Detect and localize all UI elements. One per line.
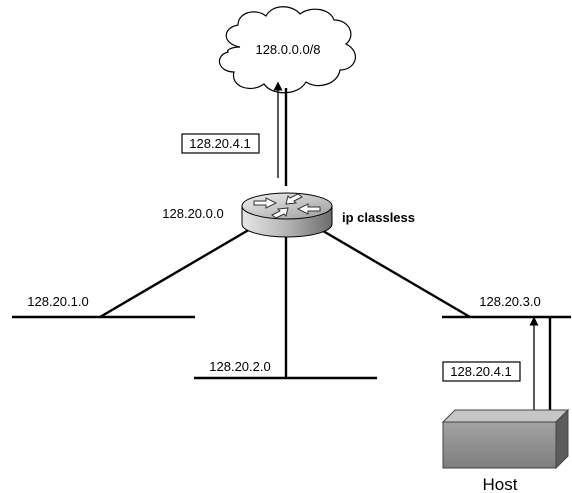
network-cloud: 128.0.0.0/8 xyxy=(218,6,356,94)
host-packet-box: 128.20.4.1 xyxy=(442,361,521,382)
host-packet-label: 128.20.4.1 xyxy=(450,364,511,379)
router xyxy=(241,192,333,238)
subnet-2-label: 128.20.2.0 xyxy=(209,359,270,374)
host-label: Host xyxy=(483,475,518,493)
subnet-1-label: 128.20.1.0 xyxy=(27,294,88,309)
link-to-subnet-3 xyxy=(317,226,471,319)
subnet-3-label: 128.20.3.0 xyxy=(479,294,540,309)
upstream-packet-label: 128.20.4.1 xyxy=(189,136,250,151)
link-to-subnet-1 xyxy=(99,226,253,319)
cloud-network-label: 128.0.0.0/8 xyxy=(255,42,320,57)
host-computer xyxy=(441,408,570,470)
upstream-packet-box: 128.20.4.1 xyxy=(181,133,260,154)
router-network-label: 128.20.0.0 xyxy=(162,206,223,221)
router-arrows-icon xyxy=(253,193,321,219)
router-command-label: ip classless xyxy=(342,210,415,225)
